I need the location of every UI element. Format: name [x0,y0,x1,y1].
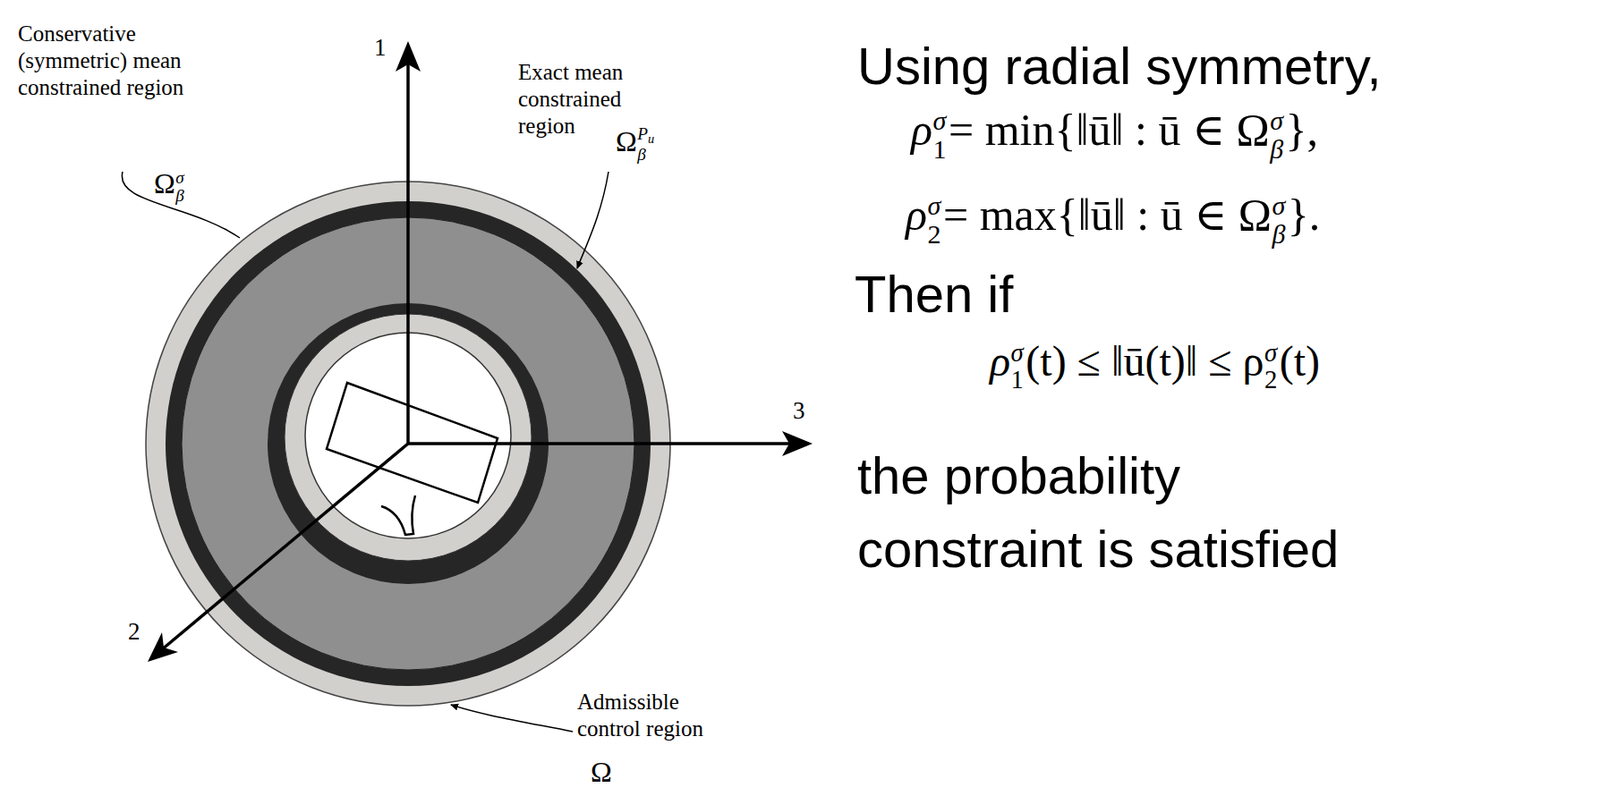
script-row: σ [927,191,942,221]
axis-2 [161,443,409,651]
superscript: σ [933,105,947,136]
subscript: 1 [1011,365,1024,394]
heading-text: Using radial symmetry, [857,36,1382,95]
axis-label: 2 [127,618,141,646]
axis-arrowhead [395,41,421,72]
axis-label: 3 [792,399,806,424]
axis-label: 3 [792,397,806,425]
script-row: 1 [933,135,947,164]
body-text: the probability [857,446,1181,505]
body-text: the probability [857,450,1181,503]
subscript: β [637,144,647,164]
superscript: u [647,131,655,146]
script-row: Pu [637,125,655,146]
axis-label: 1 [374,34,387,61]
script-row: 1 [1011,365,1024,393]
math-expression: Ω [590,757,613,789]
script-row: σ [175,169,185,188]
script-stack: σβ [175,169,185,205]
math-expression: ρσ2= max{‖ū‖ : ū ∈ Ωσβ}. [905,190,1320,248]
script-row: σ [933,106,947,136]
axis-label: 2 [127,620,141,645]
subscript: 2 [1264,365,1277,394]
body-text: Then if [854,264,1013,324]
subscript: 1 [933,134,947,164]
math-symbol: Ω [615,125,638,158]
script-row: β [175,187,185,205]
subscript: β [175,186,185,205]
math-symbol: ρ [905,189,928,240]
body-text: constraint is satisfied [857,523,1339,576]
satellite-dish [381,495,416,536]
axis-1 [406,59,410,444]
script-stack: σ1 [933,106,947,163]
math-symbol: Ω [590,756,613,789]
subscript: β [1269,134,1284,164]
superscript: σ [927,190,942,221]
heading-text: Using radial symmetry, [857,40,1382,93]
subscript: β [1272,219,1286,249]
superscript: σ [1011,338,1024,367]
script-stack: Puβ [637,125,655,165]
math-expression: ΩPuβ [615,125,656,165]
math-expression: ρσ1= min{‖ū‖ : ū ∈ Ωσβ}, [910,105,1319,163]
callout-text: Admissible control region [577,689,734,743]
body-text: constraint is satisfied [857,519,1339,579]
script-stack: σ2 [927,191,942,248]
region-label: Admissible control region [577,689,704,741]
script-stack: σβ [1272,191,1286,248]
math-symbol: }, [1285,104,1320,155]
script-row: β [1272,220,1286,249]
superscript: σ [1264,338,1277,367]
axis-arrowhead [147,632,179,663]
math-symbol: }. [1287,189,1321,240]
math-expression: Ωσβ [153,168,186,205]
math-symbol: = max{‖ū‖ : ū ∈ Ω [943,189,1272,240]
script-stack: σ1 [1011,339,1024,393]
script-row: β [1269,135,1284,164]
script-row: σ [1272,191,1286,221]
superscript: P [637,124,648,144]
subscript: 2 [927,219,942,249]
math-symbol: (t) ≤ ‖ū(t)‖ ≤ ρ [1025,337,1264,385]
script-stack: σ2 [1264,339,1277,393]
math-symbol: ρ [989,337,1011,385]
leader-line [451,705,573,732]
axis-3 [408,442,795,446]
body-text: Then if [854,268,1013,321]
script-row: 2 [927,220,942,249]
math-symbol: = min{‖ū‖ : ū ∈ Ω [948,104,1270,155]
superscript: σ [1272,190,1286,221]
script-row: β [637,145,655,164]
script-row: σ [1264,339,1277,366]
superscript: σ [1269,105,1284,136]
script-row: 2 [1264,365,1277,393]
leader-line [577,171,609,269]
axis-label: 1 [374,35,387,60]
script-stack: σβ [1269,106,1284,163]
math-symbol: Ω [153,167,176,200]
math-symbol: (t) [1279,337,1320,385]
superscript: σ [175,168,184,188]
script-row: σ [1269,106,1284,136]
script-row: σ [1011,339,1024,366]
math-expression: ρσ1(t) ≤ ‖ū(t)‖ ≤ ρσ2(t) [989,338,1320,393]
math-symbol: ρ [910,104,933,155]
axis-arrowhead [782,431,813,457]
region-label: Conservative (symmetric) mean constraine… [17,21,184,100]
callout-text: Conservative (symmetric) mean constraine… [17,20,229,102]
region-label: Exact mean constrained region [518,59,623,138]
